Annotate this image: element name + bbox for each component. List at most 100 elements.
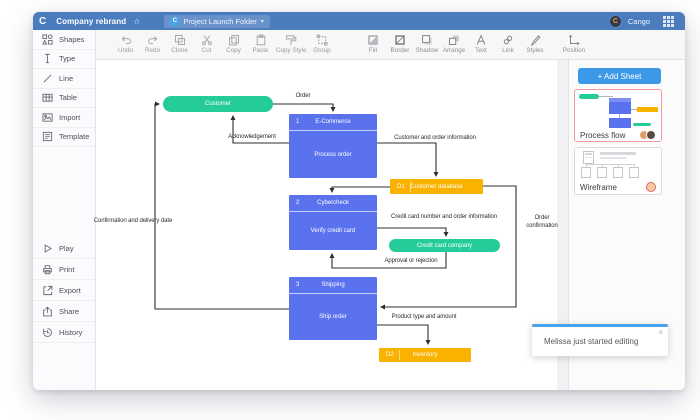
edge-label-customer-info: Customer and order information [394,135,476,141]
line-icon [43,74,52,83]
app-logo-icon: C [39,15,47,27]
text-button[interactable]: Text [467,30,494,59]
toolbar-edit-group: Undo Redo Clone Cut Copy Paste [112,30,335,59]
clone-button[interactable]: Clone [166,30,193,59]
toolbar-style-group: Fill Border Shadow Arrange Text Link [359,30,548,59]
edge-label-product: Product type and amount [391,314,457,320]
favorite-star-icon[interactable]: ☆ [133,16,141,26]
process-body: Process order [314,151,352,158]
undo-icon [121,36,131,45]
flow-node-customer[interactable]: Customer [163,96,273,112]
share-icon [43,306,52,316]
play-icon [44,243,53,253]
fill-button[interactable]: Fill [359,30,386,59]
clipboard-icon [256,34,265,46]
datastore-label: Customer database [410,183,463,190]
left-sidebar: Shapes Type Line Table Import Template P… [33,30,96,390]
border-icon [395,35,405,45]
datastore-label: Inventory [412,352,438,358]
arrange-icon [448,35,459,45]
process-title: Cybercheck [317,200,349,206]
collaborator-avatar [646,130,656,140]
group-icon [316,34,328,46]
fill-icon [368,35,378,45]
process-title: E-Commerce [315,119,351,125]
flowchart-layer: Customer 1 E-Commerce Process order D1 C… [33,12,685,390]
sheet-name: Process flow [580,130,626,140]
datastore-tag: D2 [386,352,394,358]
sheet-thumbnail [575,90,661,128]
sidebar-item-play[interactable]: Play [33,238,96,259]
clone-icon [174,35,185,45]
scissors-icon [201,35,212,46]
sidebar-item-history[interactable]: History [33,322,96,343]
text-icon [476,34,486,45]
shadow-button[interactable]: Shadow [413,30,440,59]
undo-button[interactable]: Undo [112,30,139,59]
copy-button[interactable]: Copy [220,30,247,59]
app-window: C Company rebrand ☆ C Project Launch Fol… [33,12,685,390]
cut-button[interactable]: Cut [193,30,220,59]
sidebar-item-table[interactable]: Table [33,89,95,108]
app-header: C Company rebrand ☆ C Project Launch Fol… [33,12,685,30]
link-button[interactable]: Link [494,30,521,59]
sidebar-item-export[interactable]: Export [33,280,96,301]
sidebar-item-print[interactable]: Print [33,259,96,280]
copy-icon [228,35,239,46]
shapes-icon [42,34,53,45]
folder-selector[interactable]: C Project Launch Folder ▾ [164,14,270,28]
copy-style-button[interactable]: Copy Style [274,30,308,59]
edge-label-order: Order [295,93,311,99]
sidebar-item-type[interactable]: Type [33,50,95,69]
pen-icon [530,35,541,46]
sidebar-item-template[interactable]: Template [33,128,95,147]
arrange-button[interactable]: Arrange [440,30,467,59]
process-number: 1 [296,119,300,125]
flow-node-customer-database[interactable]: D1 Customer database [390,179,483,194]
folder-name: Project Launch Folder [183,16,257,26]
header-right: C Cango [608,14,675,28]
flow-node-credit-card-company[interactable]: Credit card company [389,239,500,252]
paint-roller-icon [286,35,297,45]
close-icon[interactable]: × [658,328,663,337]
sheet-card-wireframe[interactable]: Wireframe [574,147,662,195]
user-name: Cango [627,16,650,26]
sidebar-item-line[interactable]: Line [33,69,95,89]
flow-node-inventory[interactable]: D2 Inventory [379,348,471,362]
flow-node-ecommerce[interactable]: 1 E-Commerce Process order [289,114,377,178]
sidebar-item-share[interactable]: Share [33,301,96,322]
redo-icon [147,36,157,45]
sheet-card-process-flow[interactable]: Process flow [574,89,662,142]
flow-node-shipping[interactable]: 3 Shipping Ship order [289,277,377,340]
edge-label-credit-info: Credit card number and order information [390,214,498,220]
template-icon [42,132,53,142]
position-button[interactable]: Position [560,30,587,59]
sidebar-item-shapes[interactable]: Shapes [33,30,95,50]
main-toolbar: Undo Redo Clone Cut Copy Paste [96,30,685,60]
paste-button[interactable]: Paste [247,30,274,59]
edge-label-acknowledgement: Acknowledgement [228,134,276,140]
styles-button[interactable]: Styles [521,30,548,59]
flow-node-cybercheck[interactable]: 2 Cybercheck Verify credit card [289,195,377,250]
sidebar-bottom-group: Play Print Export Share History [33,238,96,343]
image-icon [42,113,53,122]
user-avatar[interactable]: C [608,14,622,28]
sidebar-item-import[interactable]: Import [33,108,95,128]
notification-toast: Melissa just started editing × [532,324,668,356]
group-button[interactable]: Group [308,30,335,59]
flow-connectors [154,101,517,345]
position-axes-icon [568,34,580,46]
redo-button[interactable]: Redo [139,30,166,59]
datastore-tag: D1 [397,183,405,190]
printer-icon [43,264,52,274]
add-sheet-button[interactable]: + Add Sheet [578,68,661,84]
border-button[interactable]: Border [386,30,413,59]
history-clock-icon [43,327,52,337]
sheet-name: Wireframe [580,182,617,192]
chevron-down-icon: ▾ [260,18,264,25]
process-number: 2 [296,200,300,206]
shadow-icon [422,35,432,45]
apps-grid-icon[interactable] [662,15,675,28]
text-cursor-icon [45,54,50,64]
